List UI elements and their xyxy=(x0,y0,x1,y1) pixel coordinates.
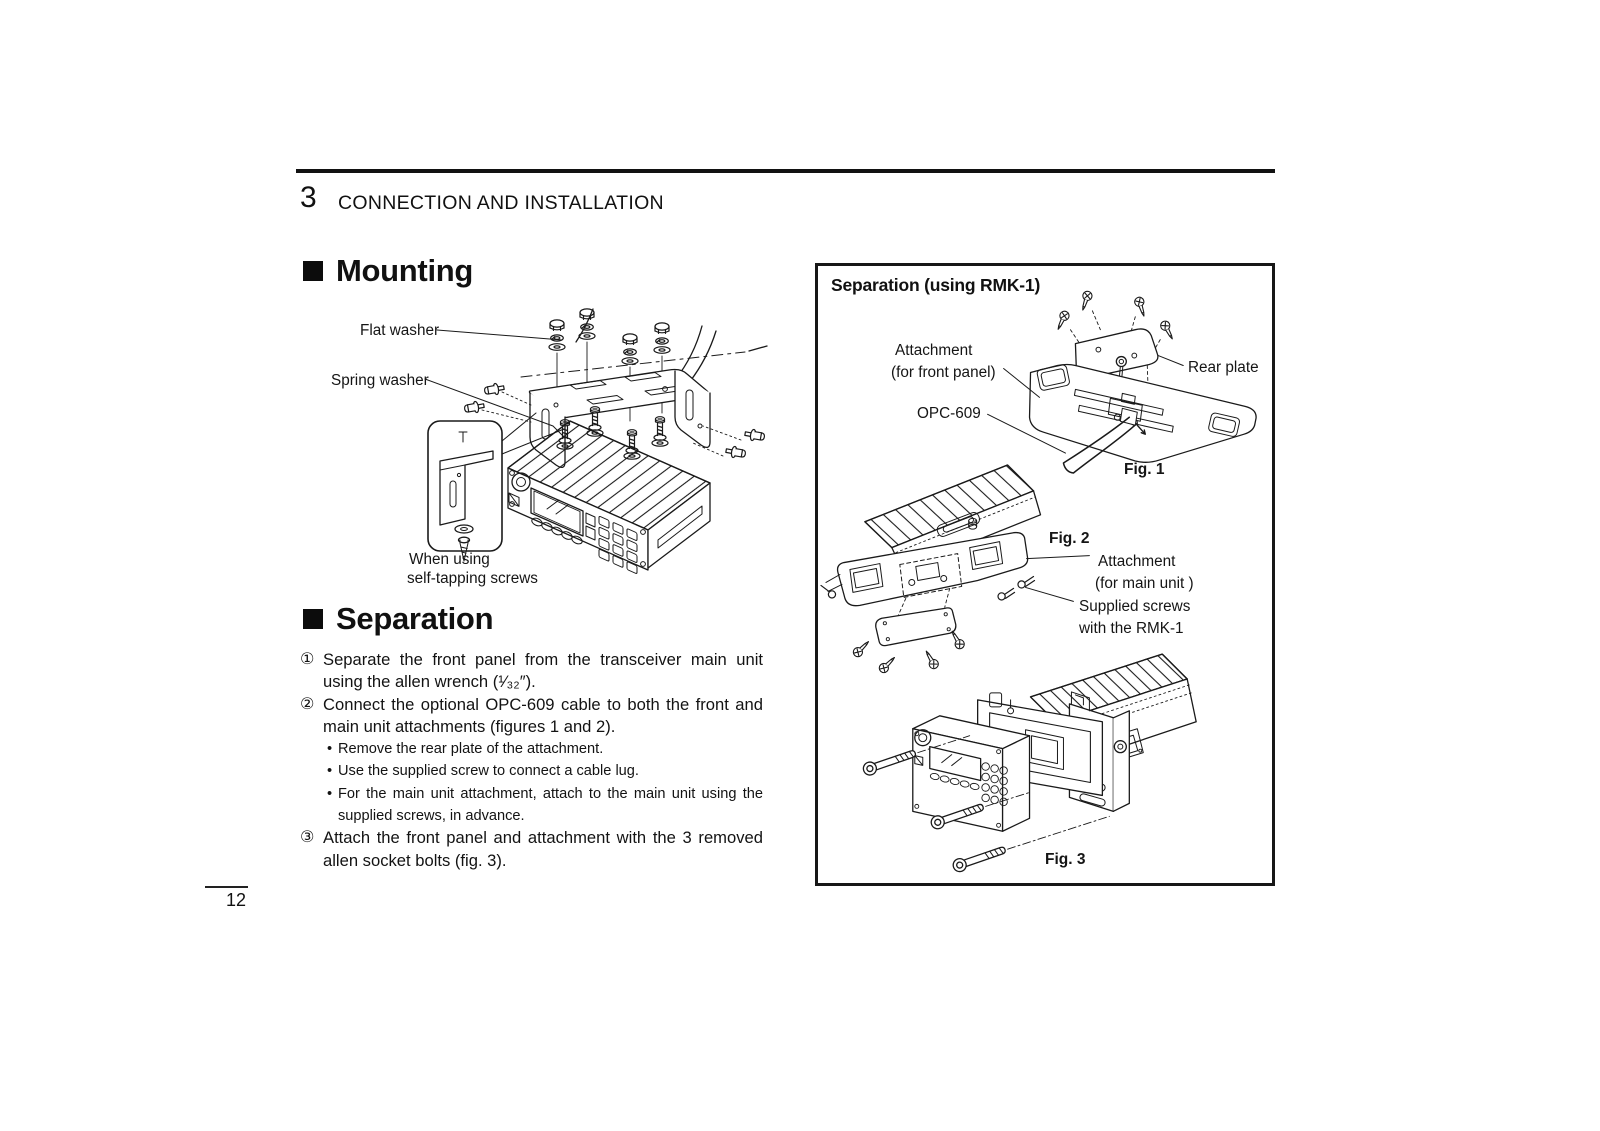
mounting-heading: Mounting xyxy=(303,252,473,290)
panel-heading: Separation (using RMK-1) xyxy=(831,275,1041,295)
square-bullet-icon xyxy=(303,261,323,281)
instruction-step-1: ① Separate the front panel from the tran… xyxy=(300,649,763,694)
bullet-1-text: Remove the rear plate of the attachment. xyxy=(338,741,604,758)
separation-instructions: ① Separate the front panel from the tran… xyxy=(300,649,763,872)
self-tapping-caption: When using self-tapping screws xyxy=(407,551,538,588)
step-1-line2: using the allen wrench (¹⁄₃₂″). xyxy=(323,672,536,692)
fig2-illustration xyxy=(820,464,1090,676)
fig2-screws-label-line1: Supplied screws xyxy=(1079,598,1191,615)
separation-heading-text: Separation xyxy=(336,601,494,636)
rmk1-panel-illustrations xyxy=(820,289,1257,874)
bullet-2-text: Use the supplied screw to connect a cabl… xyxy=(338,763,639,780)
flange-bolts xyxy=(463,381,766,461)
self-tapping-inset xyxy=(427,412,565,562)
separation-heading: Separation xyxy=(303,600,494,638)
step-1-line1: Separate the front panel from the transc… xyxy=(323,650,763,669)
bullet-dot: • xyxy=(327,741,333,758)
fig3-illustration xyxy=(860,653,1197,874)
bullet-3-line2: supplied screws, in advance. xyxy=(338,808,525,825)
self-tapping-caption-line1: When using xyxy=(409,551,490,568)
fig1-attachment-label-line1: Attachment xyxy=(895,342,973,359)
square-bullet-icon xyxy=(303,609,323,629)
bullet-dot: • xyxy=(327,763,333,780)
bullet-3-line1: For the main unit attachment, attach to … xyxy=(338,785,763,802)
step-2-line1: Connect the optional OPC-609 cable to bo… xyxy=(323,694,763,714)
spring-washer-label: Spring washer xyxy=(331,372,429,389)
mounting-exploded-diagram xyxy=(424,308,768,574)
step-3-marker: ③ xyxy=(300,829,315,847)
step-1-marker: ① xyxy=(300,651,315,668)
mounting-heading-text: Mounting xyxy=(336,253,474,288)
fig2-attachment-label-line2: (for main unit ) xyxy=(1095,575,1194,592)
fig2-attachment-label: Attachment (for main unit ) xyxy=(1095,551,1194,595)
page-number: 12 xyxy=(226,890,247,910)
chapter-title: CONNECTION AND INSTALLATION xyxy=(338,192,664,214)
chapter-number: 3 xyxy=(300,181,317,214)
chapter-rule xyxy=(296,169,1275,173)
leader-lines xyxy=(424,329,564,437)
fig1-rear-plate-label: Rear plate xyxy=(1188,359,1259,376)
page-number-rule xyxy=(205,886,248,888)
fig2-screws-label-line2: with the RMK-1 xyxy=(1079,620,1184,637)
step-3-line2: allen socket bolts (fig. 3). xyxy=(323,850,507,870)
fig1-attachment-label-line2: (for front panel) xyxy=(891,364,996,381)
fig1-cable-label: OPC-609 xyxy=(917,405,981,422)
fig1-caption: Fig. 1 xyxy=(1124,461,1165,478)
fig2-attachment-label-line1: Attachment xyxy=(1098,553,1176,570)
bullet-dot: • xyxy=(327,785,333,802)
step-2-line2: main unit attachments (figures 1 and 2). xyxy=(323,716,616,736)
instruction-step-2: ② Connect the optional OPC-609 cable to … xyxy=(300,694,763,739)
self-tapping-caption-line2: self-tapping screws xyxy=(407,569,538,587)
fig3-caption: Fig. 3 xyxy=(1045,851,1086,868)
step-3-line1: Attach the front panel and attachment wi… xyxy=(323,828,763,848)
washer-stacks xyxy=(548,308,671,422)
fig2-screws-label: Supplied screws with the RMK-1 xyxy=(1079,596,1190,640)
instruction-step-3: ③ Attach the front panel and attachment … xyxy=(300,827,763,872)
fig1-illustration xyxy=(987,289,1257,474)
note-bullet-1: • Remove the rear plate of the attachmen… xyxy=(327,738,763,760)
keypad xyxy=(598,515,638,574)
step-2-marker: ② xyxy=(300,695,315,713)
fig2-caption: Fig. 2 xyxy=(1049,530,1090,547)
fig1-attachment-label: Attachment (for front panel) xyxy=(891,340,996,384)
flat-washer-label: Flat washer xyxy=(360,322,440,339)
rmk1-separation-panel: Separation (using RMK-1) Attachment (for… xyxy=(815,263,1275,886)
note-bullet-3: • For the main unit attachment, attach t… xyxy=(327,783,763,828)
note-bullet-2: • Use the supplied screw to connect a ca… xyxy=(327,760,763,782)
